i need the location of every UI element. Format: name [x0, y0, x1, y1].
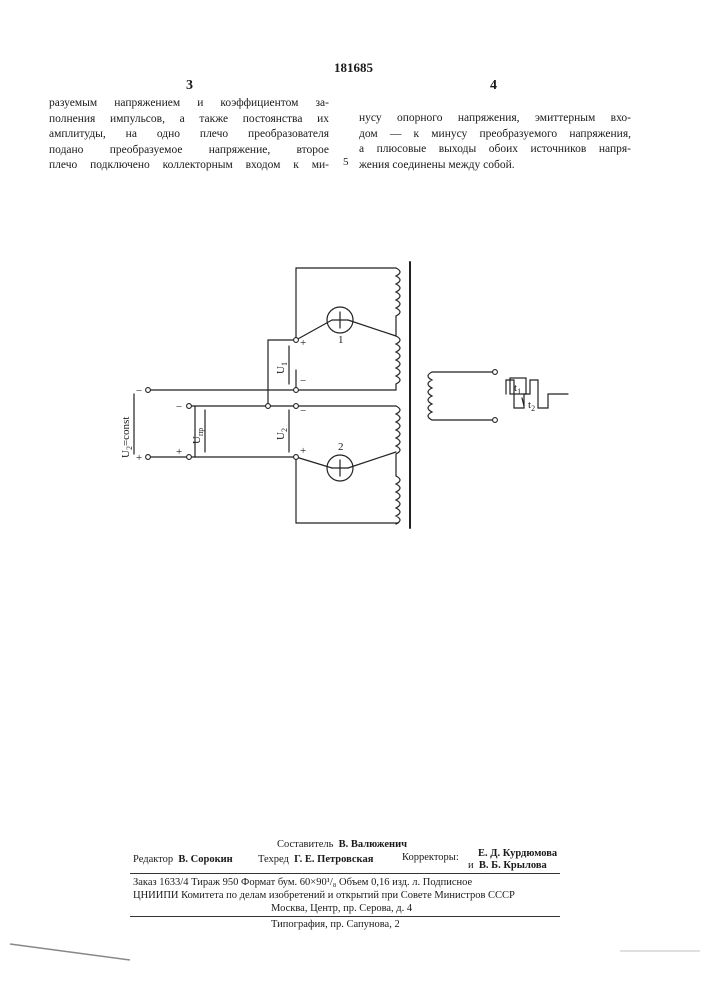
patent-page: 181685 3 4 разуемым напряжением и коэффи… — [0, 0, 707, 1000]
scan-artifact — [0, 0, 707, 1000]
